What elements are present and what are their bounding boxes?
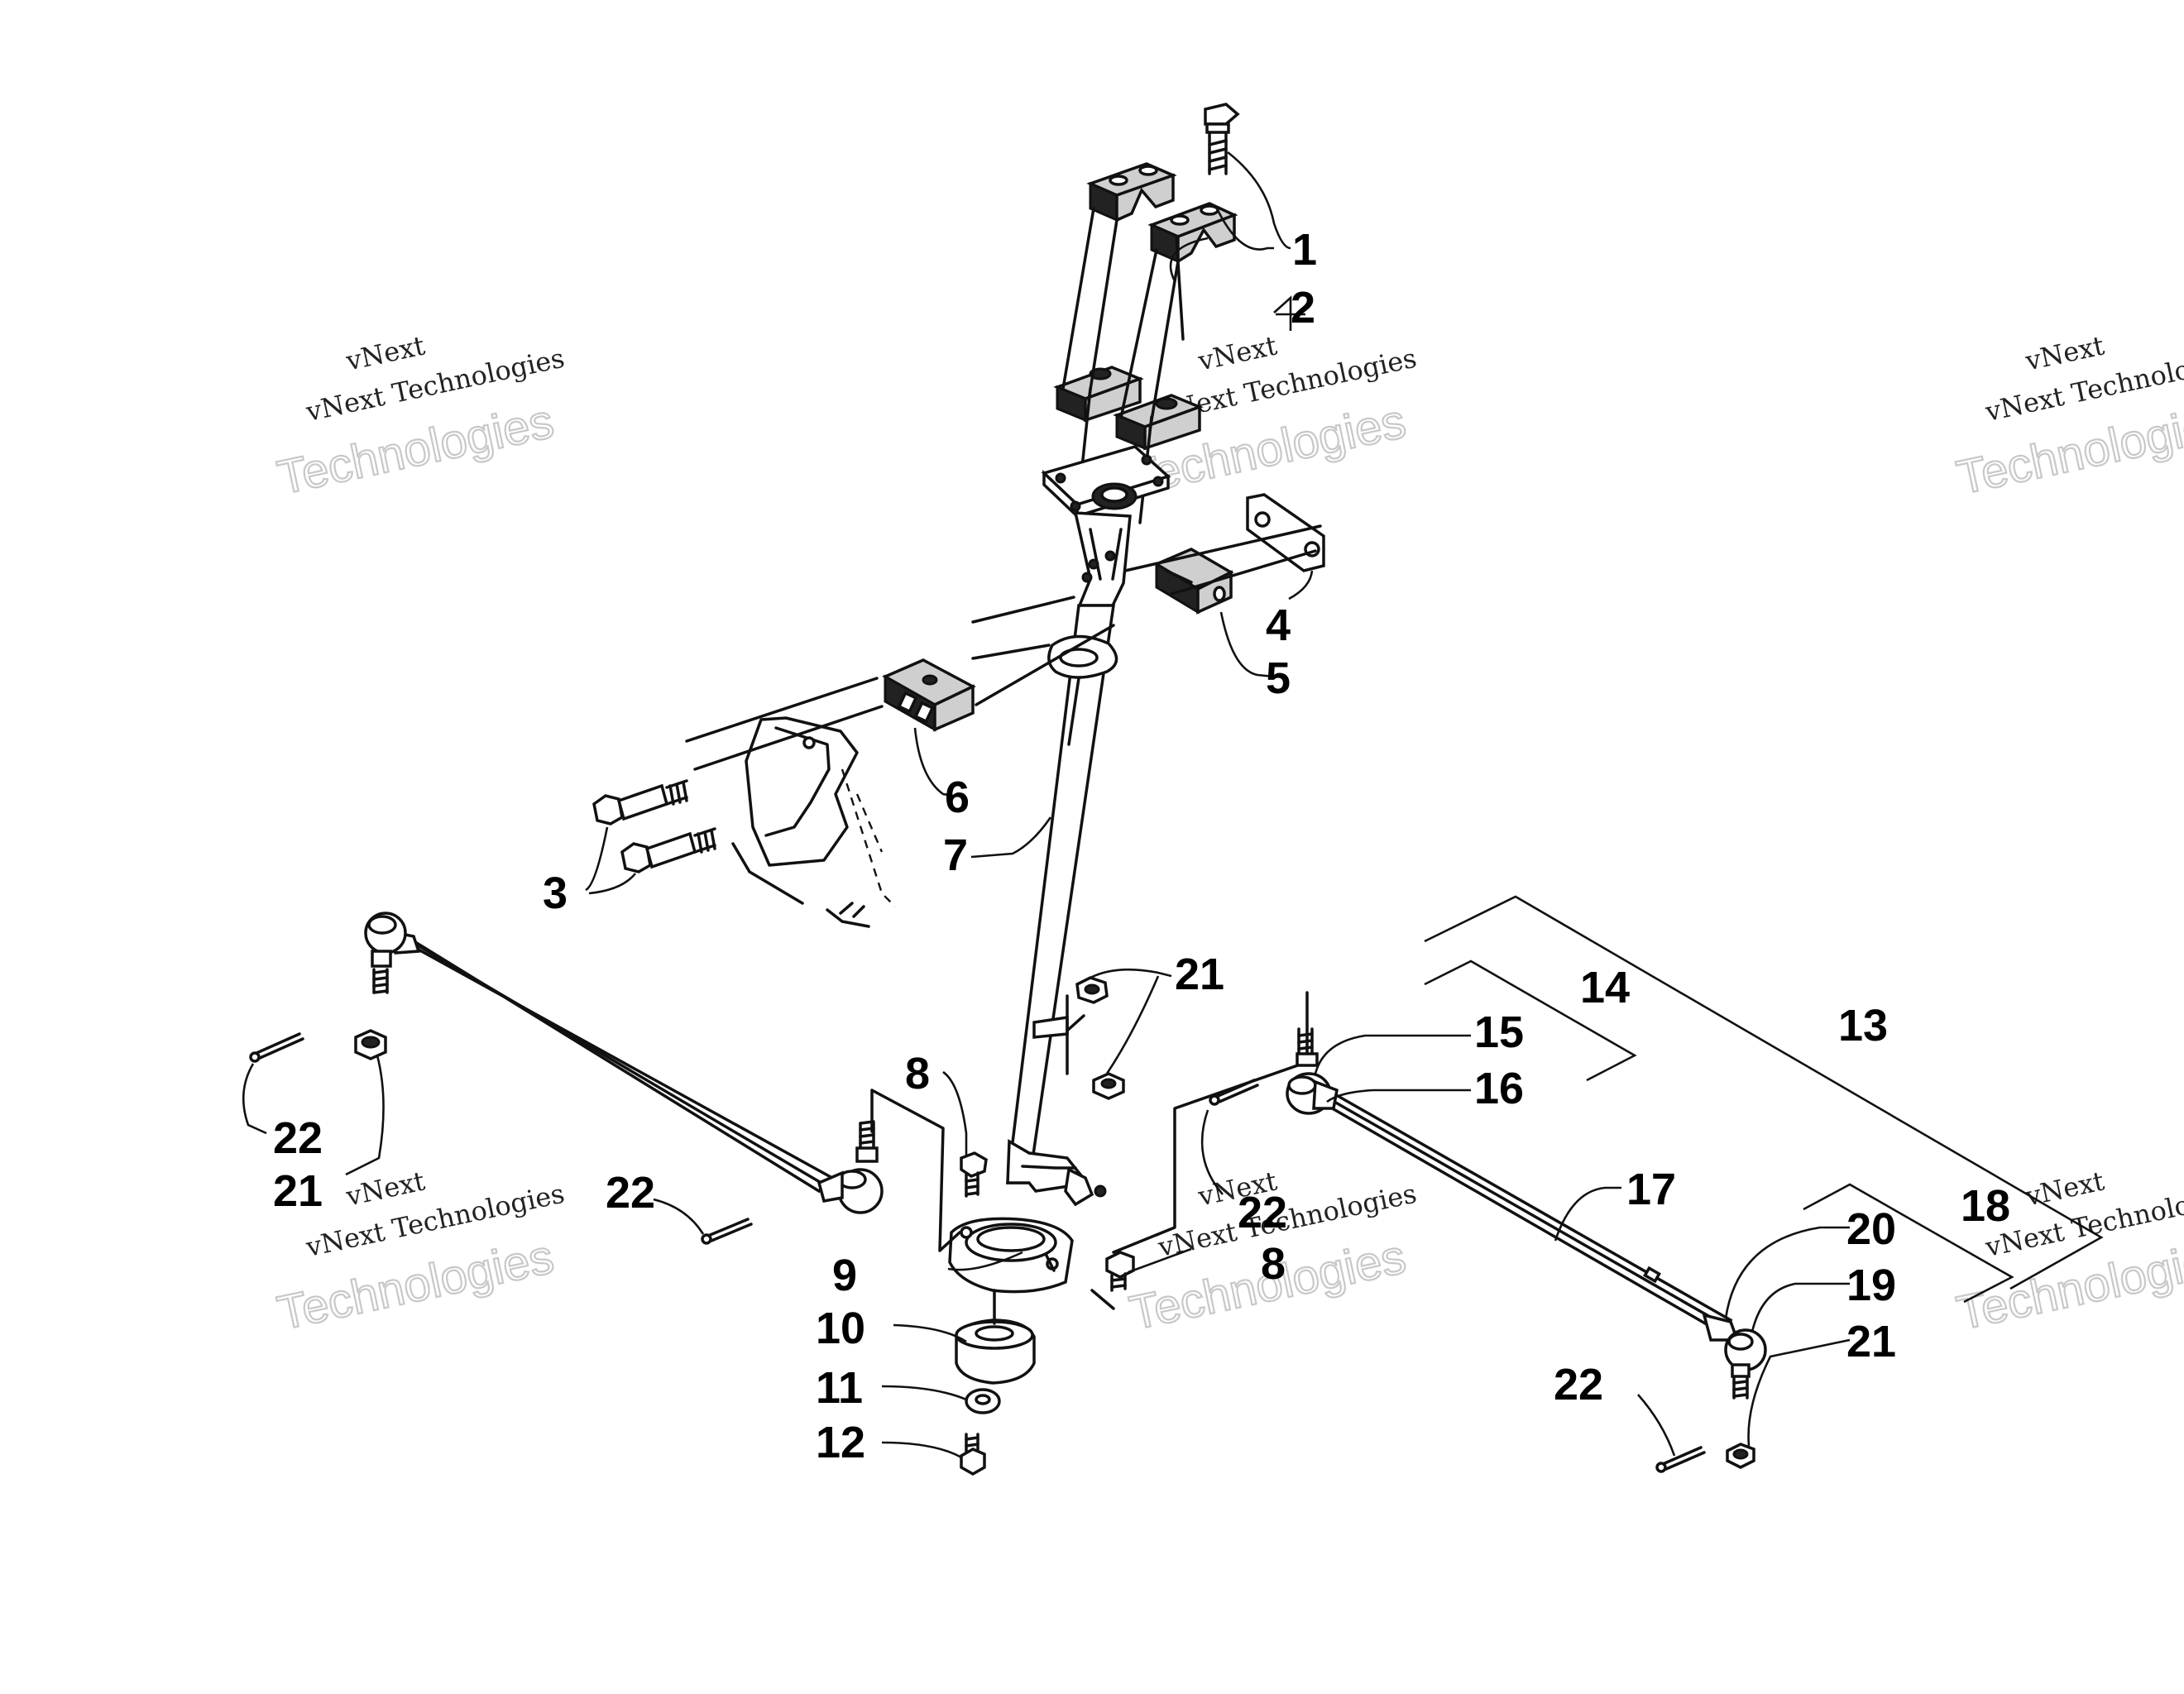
callout-8-right: 8 <box>1261 1239 1286 1289</box>
bracket-13 <box>1424 895 2104 1290</box>
tie-rod-end-right-inner <box>1286 1027 1339 1115</box>
handlebar-clamp-upper-left <box>1086 162 1177 223</box>
callout-15: 15 <box>1474 1007 1524 1057</box>
bolt-3-lower <box>620 827 716 873</box>
bracket-14 <box>1424 959 1637 1082</box>
svg-text:vNext: vNext <box>2022 1165 2107 1212</box>
steering-post-7 <box>1006 445 1171 1207</box>
callout-22-left: 22 <box>273 1113 323 1163</box>
nut-21-upper <box>1075 976 1109 1004</box>
callout-5: 5 <box>1266 653 1291 703</box>
callout-17: 17 <box>1626 1165 1676 1214</box>
leader-lines <box>242 151 1851 1459</box>
mounting-axis-mid-2 <box>975 624 1115 706</box>
callout-8-left: 8 <box>905 1049 930 1098</box>
cotter-pin-22-right-inner <box>1209 1079 1259 1106</box>
watermark-right-bottom: vNext vNext Technologies Technologies <box>1952 1165 2184 1341</box>
tie-rod-end-left-inner <box>817 1120 884 1214</box>
mounting-axis-mid-1 <box>971 596 1075 624</box>
group-outline-right <box>1090 991 1309 1310</box>
handlebar-clamp-lower-right <box>1113 394 1204 451</box>
spacer-block-6 <box>882 658 976 732</box>
callout-18: 18 <box>1961 1181 2010 1231</box>
svg-text:vNext: vNext <box>342 329 428 376</box>
callout-9: 9 <box>832 1251 857 1300</box>
watermark-left-top: vNext vNext Technologies Technologies <box>272 329 568 505</box>
callout-21-left: 21 <box>273 1166 323 1216</box>
callout-10: 10 <box>816 1304 865 1353</box>
callout-6: 6 <box>945 773 970 822</box>
callout-1: 1 <box>1292 225 1317 275</box>
tie-rod-left <box>364 912 835 1194</box>
callout-2: 2 <box>1291 283 1315 333</box>
bolt-1 <box>1204 103 1240 175</box>
cotter-pin-22-left <box>249 1032 304 1063</box>
bolt-8-left <box>960 1151 988 1198</box>
callout-16: 16 <box>1474 1064 1524 1113</box>
callout-13: 13 <box>1838 1001 1888 1050</box>
callout-22-right: 22 <box>1554 1360 1603 1409</box>
callout-22-mid: 22 <box>606 1168 655 1218</box>
mounting-axis-upper <box>1123 524 1322 572</box>
callout-22-center: 22 <box>1238 1188 1287 1237</box>
callout-labels: 1 2 3 4 5 6 7 8 8 9 10 11 12 13 14 15 16… <box>273 225 2010 1467</box>
callout-7: 7 <box>943 830 968 880</box>
callout-21-right: 21 <box>1846 1317 1896 1366</box>
bearing-10 <box>955 1289 1036 1385</box>
callout-21-upper: 21 <box>1175 950 1224 999</box>
frame-bracket <box>731 716 896 928</box>
callout-4: 4 <box>1266 601 1291 650</box>
svg-text:vNext: vNext <box>1195 329 1280 376</box>
bolt-12 <box>960 1433 986 1476</box>
callout-14: 14 <box>1580 963 1630 1012</box>
callout-20: 20 <box>1846 1204 1896 1254</box>
cotter-pin-22-right <box>1655 1446 1706 1473</box>
svg-text:vNext: vNext <box>342 1165 428 1212</box>
callout-19: 19 <box>1846 1261 1896 1310</box>
washer-11 <box>965 1388 1001 1414</box>
callout-3: 3 <box>543 869 568 918</box>
mounting-axis-left-1 <box>685 677 879 743</box>
nut-21-lower <box>1092 1072 1125 1100</box>
handlebar-clamp-upper-right <box>1147 202 1238 265</box>
callout-11: 11 <box>816 1363 863 1413</box>
bearing-flange-9 <box>948 1217 1074 1294</box>
group-outline-8 <box>870 1089 961 1252</box>
callout-12: 12 <box>816 1418 865 1467</box>
bracket-18 <box>1803 1183 2014 1304</box>
cotter-pin-22-mid <box>701 1218 753 1245</box>
castle-nut-21-left <box>354 1029 387 1060</box>
watermark-right-top: vNext vNext Technologies Technologies <box>1952 329 2184 505</box>
castle-nut-21-right <box>1726 1443 1755 1469</box>
mounting-axis-left-2 <box>693 705 884 771</box>
bolt-3-upper <box>592 779 688 825</box>
mounting-axis-lower <box>1170 549 1317 596</box>
svg-text:vNext: vNext <box>2022 329 2107 376</box>
